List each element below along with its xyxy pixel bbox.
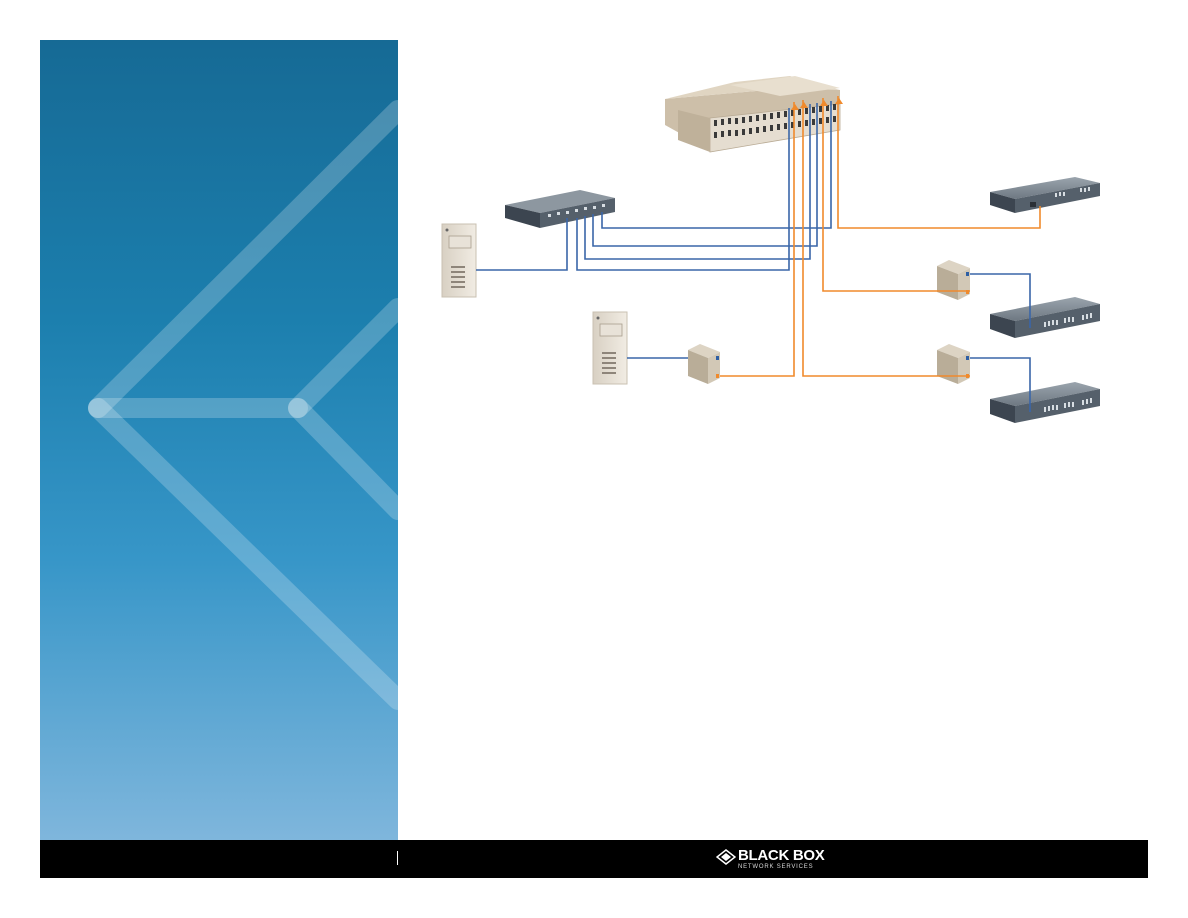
brand-name: BLACK BOX <box>738 847 825 864</box>
media-converter-chassis <box>665 76 841 153</box>
standalone-converter-3 <box>937 344 970 384</box>
ethernet-switch <box>505 190 615 228</box>
diamond-logo-icon <box>716 849 736 865</box>
standalone-converter-2 <box>937 260 970 300</box>
server-2 <box>592 311 628 385</box>
network-diagram <box>441 76 1100 423</box>
server-1 <box>441 223 477 298</box>
decorative-left-panel <box>40 40 398 840</box>
remote-switch-1 <box>990 177 1100 213</box>
footer-bar: BLACK BOX NETWORK SERVICES <box>40 840 1148 878</box>
brand-tagline: NETWORK SERVICES <box>738 864 814 870</box>
remote-switch-3 <box>990 382 1100 423</box>
remote-switch-2 <box>990 297 1100 338</box>
footer-divider <box>397 851 398 865</box>
chevron-graphic <box>88 100 398 710</box>
black-box-logo: BLACK BOX NETWORK SERVICES <box>716 846 836 874</box>
standalone-converter-1 <box>688 344 720 384</box>
chassis-slots <box>714 104 836 138</box>
copper-cables <box>476 101 1031 412</box>
fiber-cables <box>720 96 1041 377</box>
